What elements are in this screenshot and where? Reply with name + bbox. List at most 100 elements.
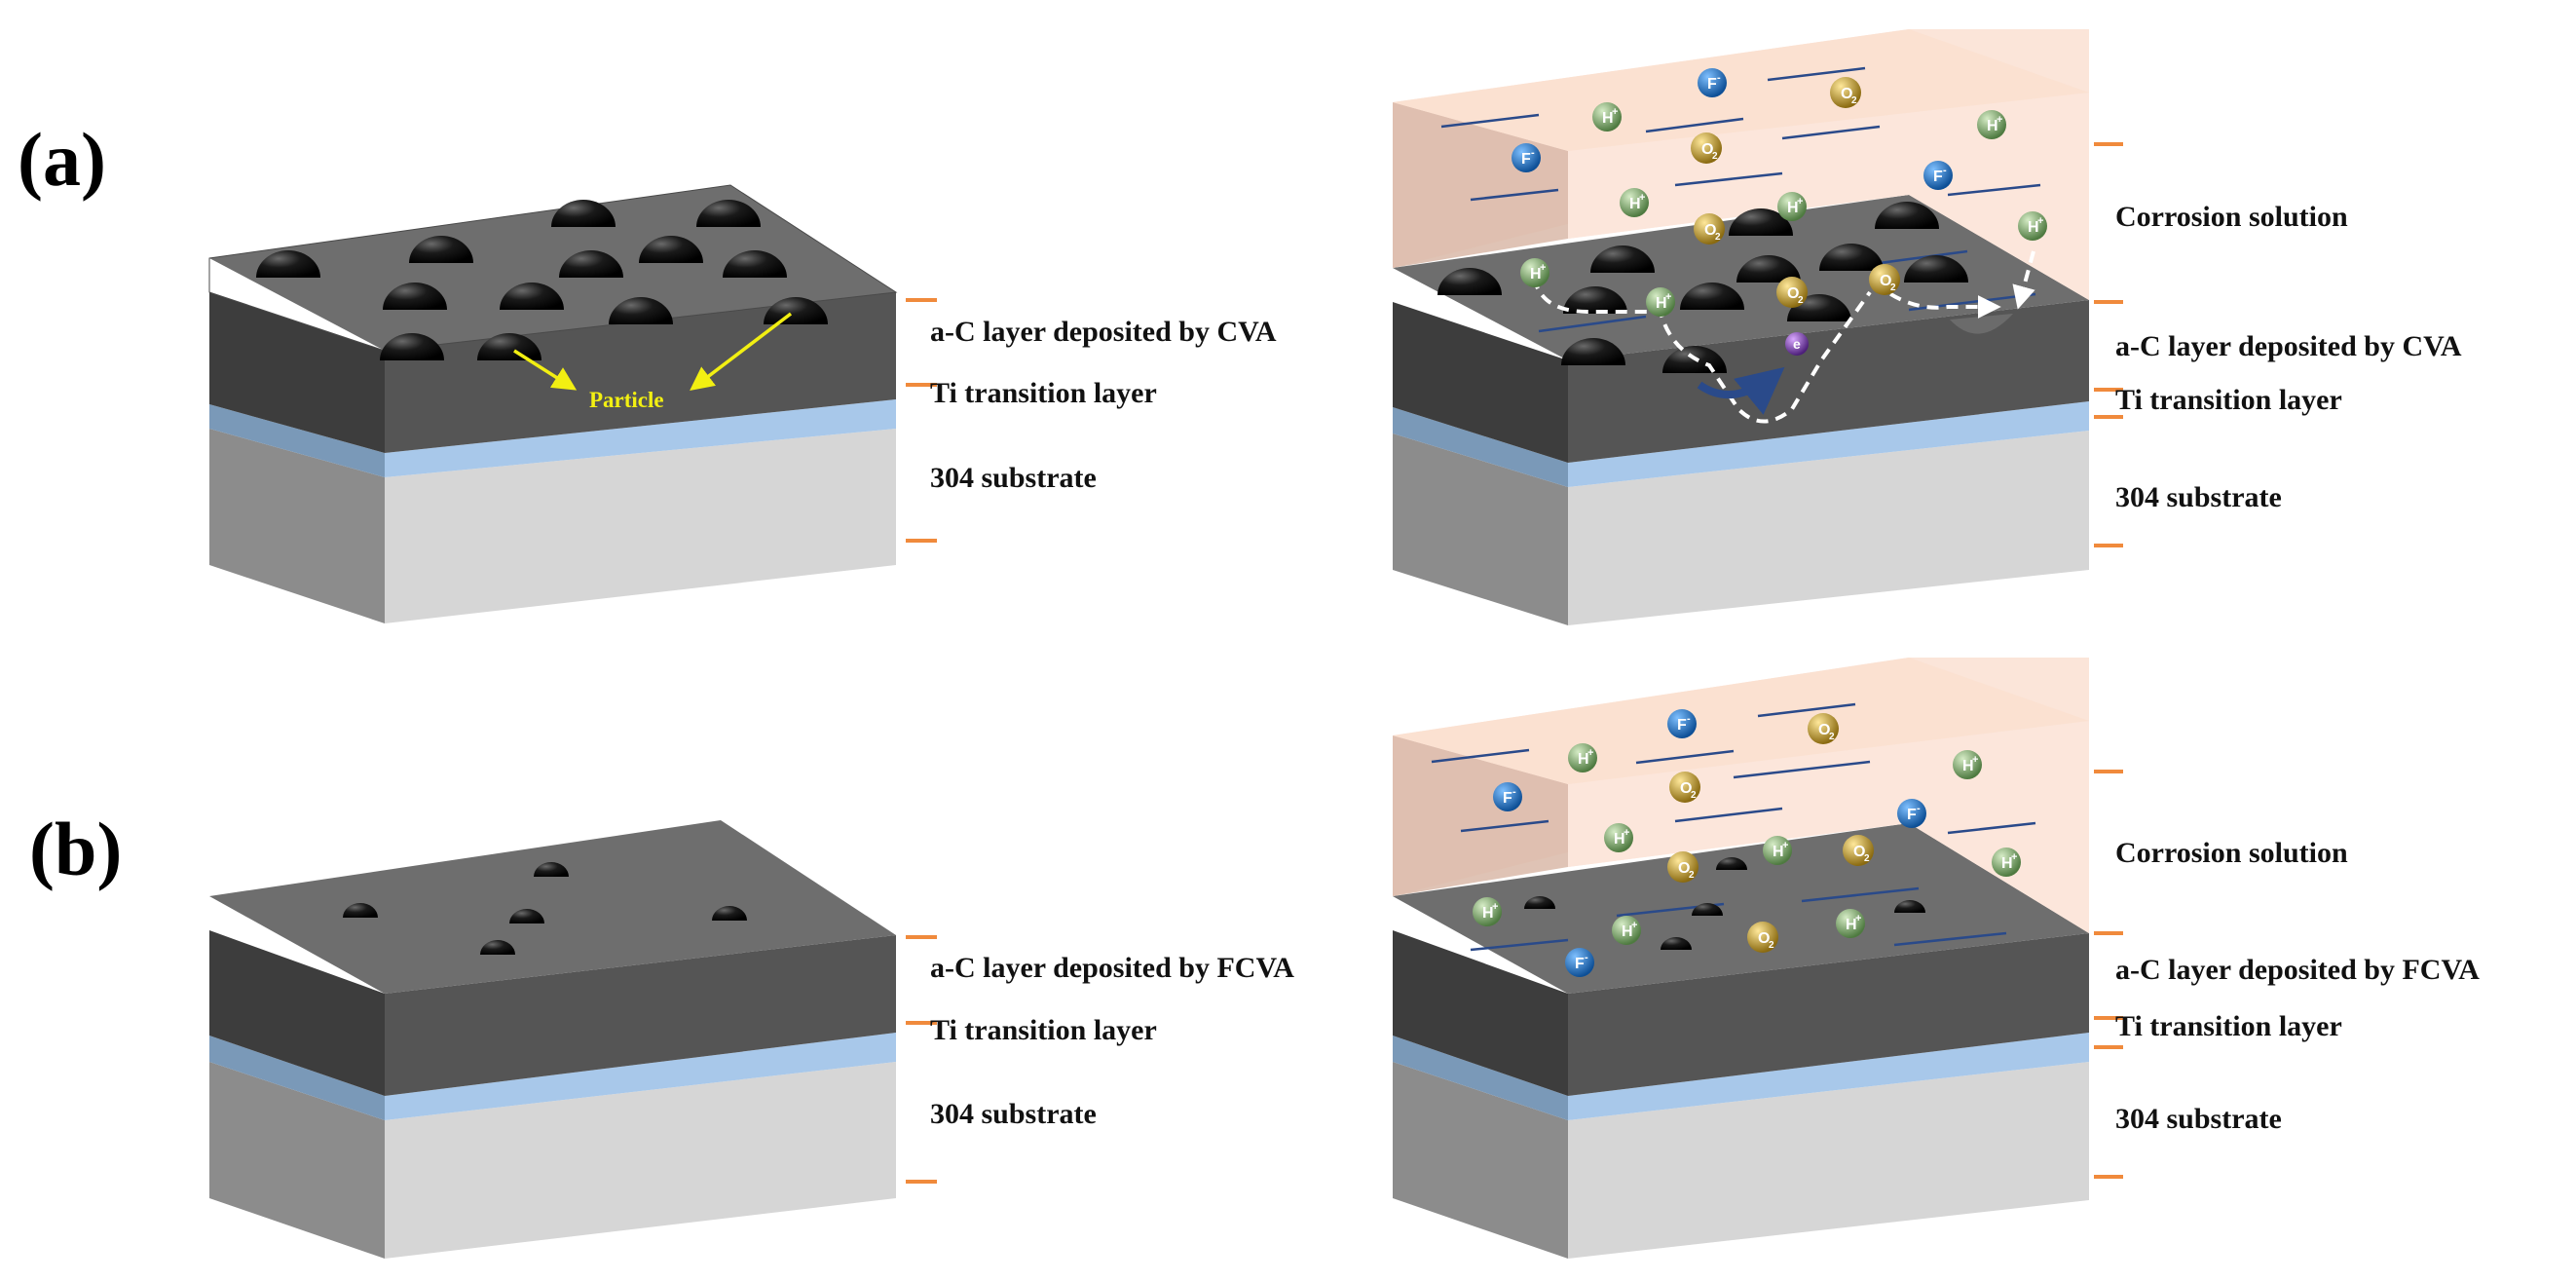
streamline: [1947, 183, 2041, 197]
layer-label-solution: Corrosion solution: [2115, 837, 2348, 869]
streamline: [1767, 66, 1866, 82]
acoating-side: [1393, 302, 1568, 463]
hydrogen-ion-sphere: [1977, 110, 2006, 139]
particle: [1904, 255, 1968, 283]
acoating-front: [1568, 933, 2089, 1096]
hydrogen-ion-charge: +: [1492, 901, 1498, 913]
layer-label-substrate: 304 substrate: [2115, 481, 2282, 513]
panel-a-label: (a): [18, 117, 106, 202]
panel-b-label: (b): [29, 807, 122, 891]
hydrogen-ion-charge: +: [1639, 192, 1645, 204]
ti-layer-side: [209, 404, 385, 477]
acoating-top: [209, 820, 896, 994]
oxygen-ion-subscript: 2: [1798, 295, 1804, 306]
layer-label-coating: a-C layer deposited by FCVA: [2115, 954, 2480, 986]
hydrogen-ion-sphere: [1992, 848, 2021, 877]
streamline: [1674, 171, 1783, 187]
hydrogen-ion: H+: [1612, 916, 1641, 945]
particle-label: Particle: [589, 388, 664, 412]
particle: [500, 283, 564, 310]
hydrogen-ion-sphere: [1473, 897, 1502, 926]
substrate-side: [209, 1062, 385, 1259]
oxygen-ion: O2: [1747, 922, 1778, 953]
oxygen-ion-sphere: [1667, 851, 1699, 883]
particle: [383, 283, 447, 310]
electron: e: [1785, 332, 1809, 356]
hydrogen-ion-sphere: [1953, 750, 1982, 779]
hydrogen-ion: H+: [1646, 287, 1675, 317]
particle: [409, 236, 473, 263]
substrate-side: [209, 429, 385, 623]
hydrogen-ion: H+: [1592, 102, 1622, 132]
streamline: [1674, 807, 1783, 823]
substrate-front: [385, 429, 896, 623]
oxygen-ion-subscript: 2: [1712, 151, 1718, 162]
corrosion-pit: [1950, 314, 2013, 334]
solution-top-face: [1393, 658, 2089, 784]
particle: [534, 862, 569, 877]
acoating-front: [385, 935, 896, 1096]
particle: [696, 200, 761, 227]
ti-layer-side: [1393, 407, 1568, 487]
oxygen-ion: O2: [1776, 277, 1808, 308]
streamline: [1460, 819, 1549, 833]
oxygen-ion-sphere: [1776, 277, 1808, 308]
oxygen-ion-sphere: [1694, 213, 1725, 245]
particles-b-right: [1524, 857, 1925, 950]
labels-a-right: Corrosion solution a-C layer deposited b…: [2094, 142, 2462, 547]
particles-a-right: [1437, 202, 1968, 373]
acoating-side: [209, 930, 385, 1096]
substrate-side: [1393, 1062, 1568, 1259]
fluoride-ion-charge: -: [1917, 803, 1921, 814]
ti-layer-front: [1568, 401, 2089, 487]
hydrogen-ion-sphere: [1520, 258, 1549, 287]
oxygen-ion-subscript: 2: [1691, 790, 1697, 801]
hydrogen-ion-sphere: [1568, 743, 1597, 772]
oxygen-ion-sphere: [1869, 264, 1900, 295]
hydrogen-ion-sphere: [2018, 211, 2047, 241]
hydrogen-ion-charge: +: [2037, 215, 2043, 227]
hydrogen-ion-sphere: [1604, 823, 1633, 852]
hydrogen-ion: H+: [1836, 909, 1865, 938]
oxygen-ion-symbol: O: [1880, 273, 1891, 289]
ti-layer-side: [1393, 1036, 1568, 1120]
layer-label-coating: a-C layer deposited by FCVA: [930, 952, 1294, 984]
fluoride-ion-sphere: [1493, 782, 1522, 811]
streamline: [1879, 249, 1968, 265]
hydrogen-ion-symbol: H: [1602, 110, 1614, 127]
fluoride-ion-symbol: F: [1503, 790, 1512, 807]
oxygen-ion-sphere: [1830, 77, 1861, 108]
hydrogen-ion-sphere: [1836, 909, 1865, 938]
substrate-front: [1568, 1062, 2089, 1259]
fluoride-ion-charge: -: [1512, 786, 1516, 798]
streamline: [1801, 886, 1920, 903]
oxygen-ion-symbol: O: [1704, 222, 1716, 239]
hydrogen-ion-charge: +: [1782, 840, 1788, 851]
hydrogen-ion-charge: +: [1797, 196, 1803, 207]
substrate-front: [1568, 431, 2089, 625]
oxygen-ion: O2: [1669, 772, 1700, 803]
fluoride-ion-charge: -: [1531, 147, 1535, 159]
particle: [1437, 268, 1502, 295]
particles-a-left: [256, 200, 828, 360]
oxygen-ion-subscript: 2: [1864, 853, 1870, 864]
hydrogen-ion-sphere: [1763, 836, 1792, 865]
particle: [559, 250, 623, 278]
layer-label-substrate: 304 substrate: [930, 462, 1097, 494]
fluoride-ion-charge: -: [1717, 72, 1721, 84]
hydrogen-ion-sphere: [1612, 916, 1641, 945]
hydrogen-ion: H+: [1620, 188, 1649, 217]
oxygen-ion-sphere: [1808, 713, 1839, 744]
block-b-left: [209, 820, 896, 1259]
ti-layer-front: [1568, 1033, 2089, 1120]
oxygen-ion-sphere: [1691, 132, 1722, 164]
hydrogen-ion: H+: [2018, 211, 2047, 241]
fluoride-ion-sphere: [1565, 948, 1594, 977]
layer-label-ti: Ti transition layer: [2115, 384, 2342, 416]
fluoride-ion-charge: -: [1585, 952, 1588, 963]
layer-label-ti: Ti transition layer: [930, 377, 1157, 409]
substrate-front: [385, 1062, 896, 1259]
panel-b: (b) a-C layer deposited by FCVA Ti trans…: [29, 658, 2480, 1259]
streamline: [1781, 125, 1881, 140]
